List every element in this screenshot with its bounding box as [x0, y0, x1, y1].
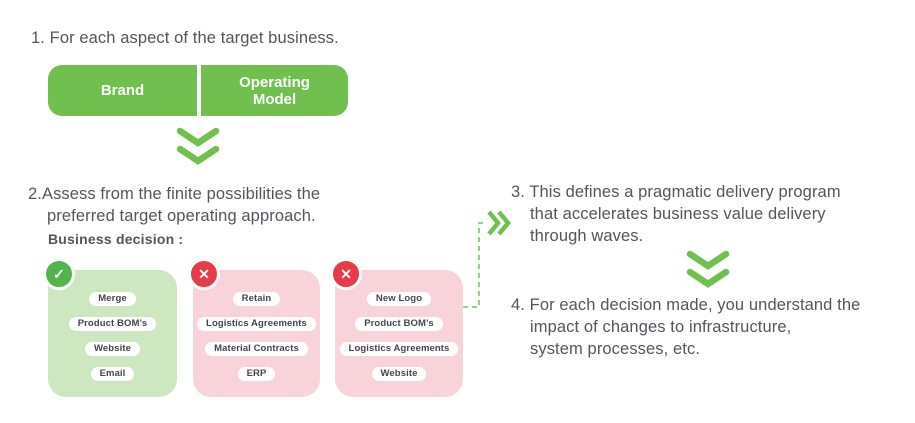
chevron-down-icon	[176, 127, 220, 165]
decision-item-pill: Email	[90, 367, 135, 381]
business-decision-label: Business decision :	[48, 231, 184, 247]
decision-item-pill: Merge	[89, 292, 136, 306]
decision-item-list: Merge Product BOM’s Website Email	[48, 270, 177, 381]
chevron-right-icon	[487, 210, 511, 236]
aspect-box-brand-label: Brand	[100, 82, 145, 99]
step-4-line: impact of changes to infrastructure,	[530, 318, 792, 336]
decision-item-pill: Website	[85, 342, 140, 356]
decision-item-pill: Product BOM’s	[355, 317, 443, 331]
cross-icon: ✕	[188, 258, 220, 290]
chevron-down-icon	[686, 250, 730, 288]
step-3-line: 3. This defines a pragmatic delivery pro…	[511, 183, 841, 201]
decision-item-pill: Logistics Agreements	[339, 342, 459, 356]
decision-item-pill: Retain	[232, 292, 281, 306]
step-2-line: 2.Assess from the finite possibilities t…	[28, 185, 321, 203]
cross-glyph: ✕	[198, 266, 210, 282]
cross-icon: ✕	[330, 258, 362, 290]
step-2-line: preferred target operating approach.	[47, 207, 316, 225]
decision-item-pill: Product BOM’s	[68, 317, 157, 331]
step-2-text: 2.Assess from the finite possibilities t…	[28, 183, 320, 227]
decision-item-pill: New Logo	[366, 292, 432, 306]
aspect-boxes: Brand Operating Model	[48, 65, 348, 116]
cross-glyph: ✕	[340, 266, 352, 282]
aspect-box-operating-model: Operating Model	[201, 65, 348, 116]
step-3-line: through waves.	[530, 227, 644, 245]
decision-card-rejected-1: ✕ Retain Logistics Agreements Material C…	[188, 258, 320, 397]
decision-card-approved: ✓ Merge Product BOM’s Website Email	[43, 258, 177, 397]
check-icon: ✓	[43, 258, 75, 290]
aspect-box-brand: Brand	[48, 65, 197, 116]
step-4-text: 4. For each decision made, you understan…	[511, 294, 860, 360]
dashed-connector-line	[463, 210, 511, 308]
step-4-line: 4. For each decision made, you understan…	[511, 296, 861, 314]
decision-item-list: New Logo Product BOM’s Logistics Agreeme…	[335, 270, 463, 381]
step-4-line: system processes, etc.	[530, 340, 701, 358]
step-3-line: that accelerates business value delivery	[530, 205, 826, 223]
decision-item-pill: Material Contracts	[205, 342, 308, 356]
decision-item-list: Retain Logistics Agreements Material Con…	[193, 270, 320, 381]
decision-item-pill: Logistics Agreements	[197, 317, 316, 331]
step-3-text: 3. This defines a pragmatic delivery pro…	[511, 181, 841, 247]
decision-card-rejected-2: ✕ New Logo Product BOM’s Logistics Agree…	[330, 258, 463, 397]
step-1-text: 1. For each aspect of the target busines…	[31, 27, 339, 49]
decision-item-pill: ERP	[237, 367, 276, 381]
aspect-box-operating-model-label: Operating Model	[239, 73, 310, 108]
step-1-line: 1. For each aspect of the target busines…	[31, 29, 339, 47]
decision-item-pill: Website	[371, 367, 427, 381]
check-glyph: ✓	[53, 266, 65, 282]
